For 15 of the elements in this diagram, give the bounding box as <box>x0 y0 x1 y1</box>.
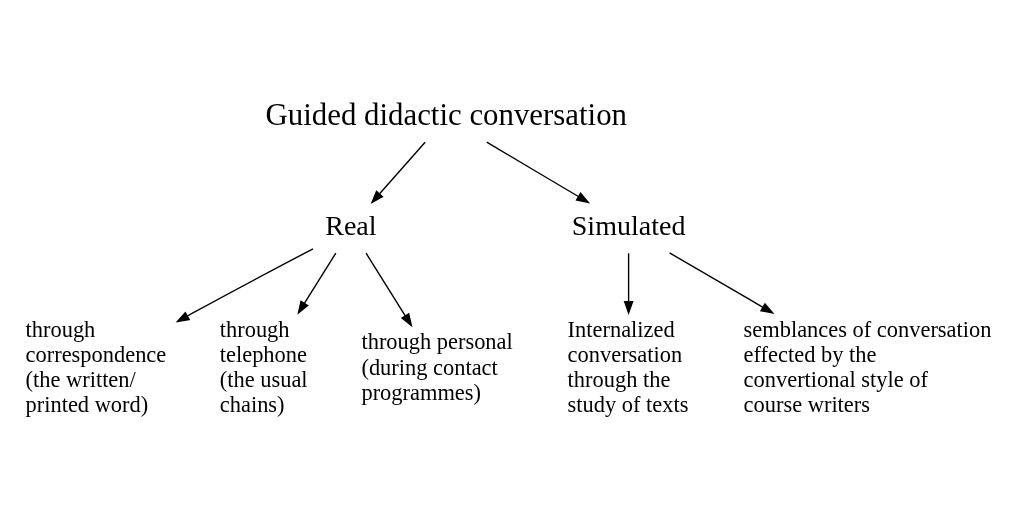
node-text: semblances of conversation effected by the convertional style of course writers <box>743 316 992 417</box>
node-text: Guided didactic conversation <box>265 97 628 132</box>
arrow <box>668 251 775 314</box>
arrow <box>486 141 591 203</box>
arrow <box>370 141 426 204</box>
arrow <box>365 252 413 327</box>
node-text: Real <box>325 209 377 241</box>
node-text: Simulated <box>571 209 686 241</box>
node-text: through personal (during contact programmes) <box>361 328 513 405</box>
node-text: Internalized conversation through the study of texts <box>567 316 689 417</box>
node-text: through correspondence (the written/ printed word) <box>25 316 167 417</box>
arrow <box>297 252 337 315</box>
arrow <box>623 252 634 315</box>
node-text: through telephone (the usual chains) <box>219 316 308 417</box>
arrow <box>175 247 314 322</box>
